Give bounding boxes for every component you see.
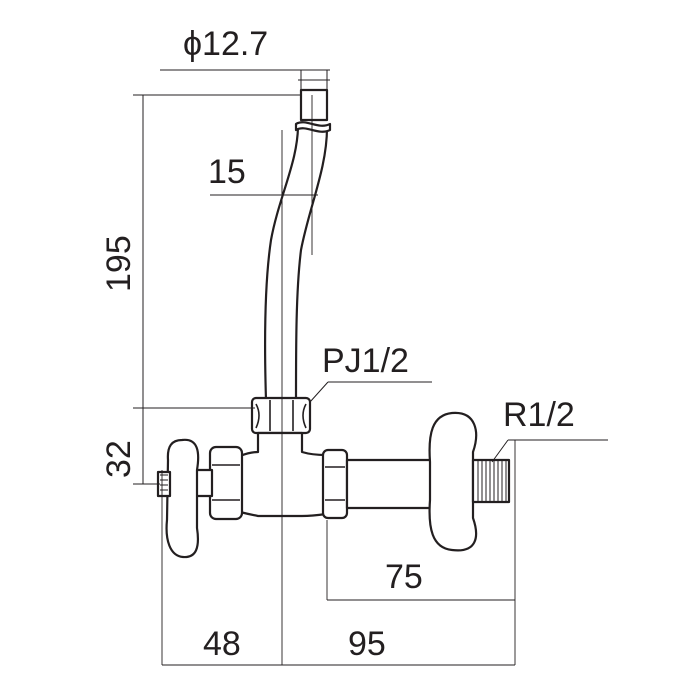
pipe-height-label: 195: [100, 235, 138, 292]
inlet-thread-label: R1/2: [503, 396, 575, 434]
threaded-inlet: [471, 458, 511, 504]
inlet-tube: [345, 458, 439, 510]
pipe-end-cap: [299, 88, 329, 122]
body-height-label: 32: [100, 440, 138, 478]
leader-pipe-joint: PJ1/2: [309, 342, 432, 403]
outlet-nut: [321, 448, 349, 520]
dim-bottom: 48 95: [162, 625, 515, 666]
supply-pipe: [263, 88, 332, 401]
pipe-joint-label: PJ1/2: [322, 342, 409, 380]
pipe-offset-label: 15: [208, 153, 246, 191]
dim-pipe-offset: 15: [208, 153, 318, 205]
bonnet-nut: [194, 445, 244, 521]
outlet-length-label: 75: [385, 558, 423, 596]
valve-body: [238, 431, 328, 518]
leader-inlet-thread: R1/2: [491, 396, 608, 463]
dim-pipe-diameter: ϕ12.7: [160, 25, 330, 90]
wall-flange: [428, 411, 478, 552]
break-line: [294, 121, 332, 133]
handle-offset-label: 48: [203, 625, 241, 663]
pipe-diameter-label: ϕ12.7: [183, 25, 268, 63]
dim-body-height: 32: [100, 408, 160, 485]
coupling-nut: [250, 396, 312, 435]
handle: [156, 438, 200, 559]
dim-outlet-length: 75: [327, 558, 515, 601]
dim-pipe-height: 195: [100, 94, 300, 409]
center-lines: [161, 95, 516, 665]
total-length-label: 95: [348, 625, 386, 663]
